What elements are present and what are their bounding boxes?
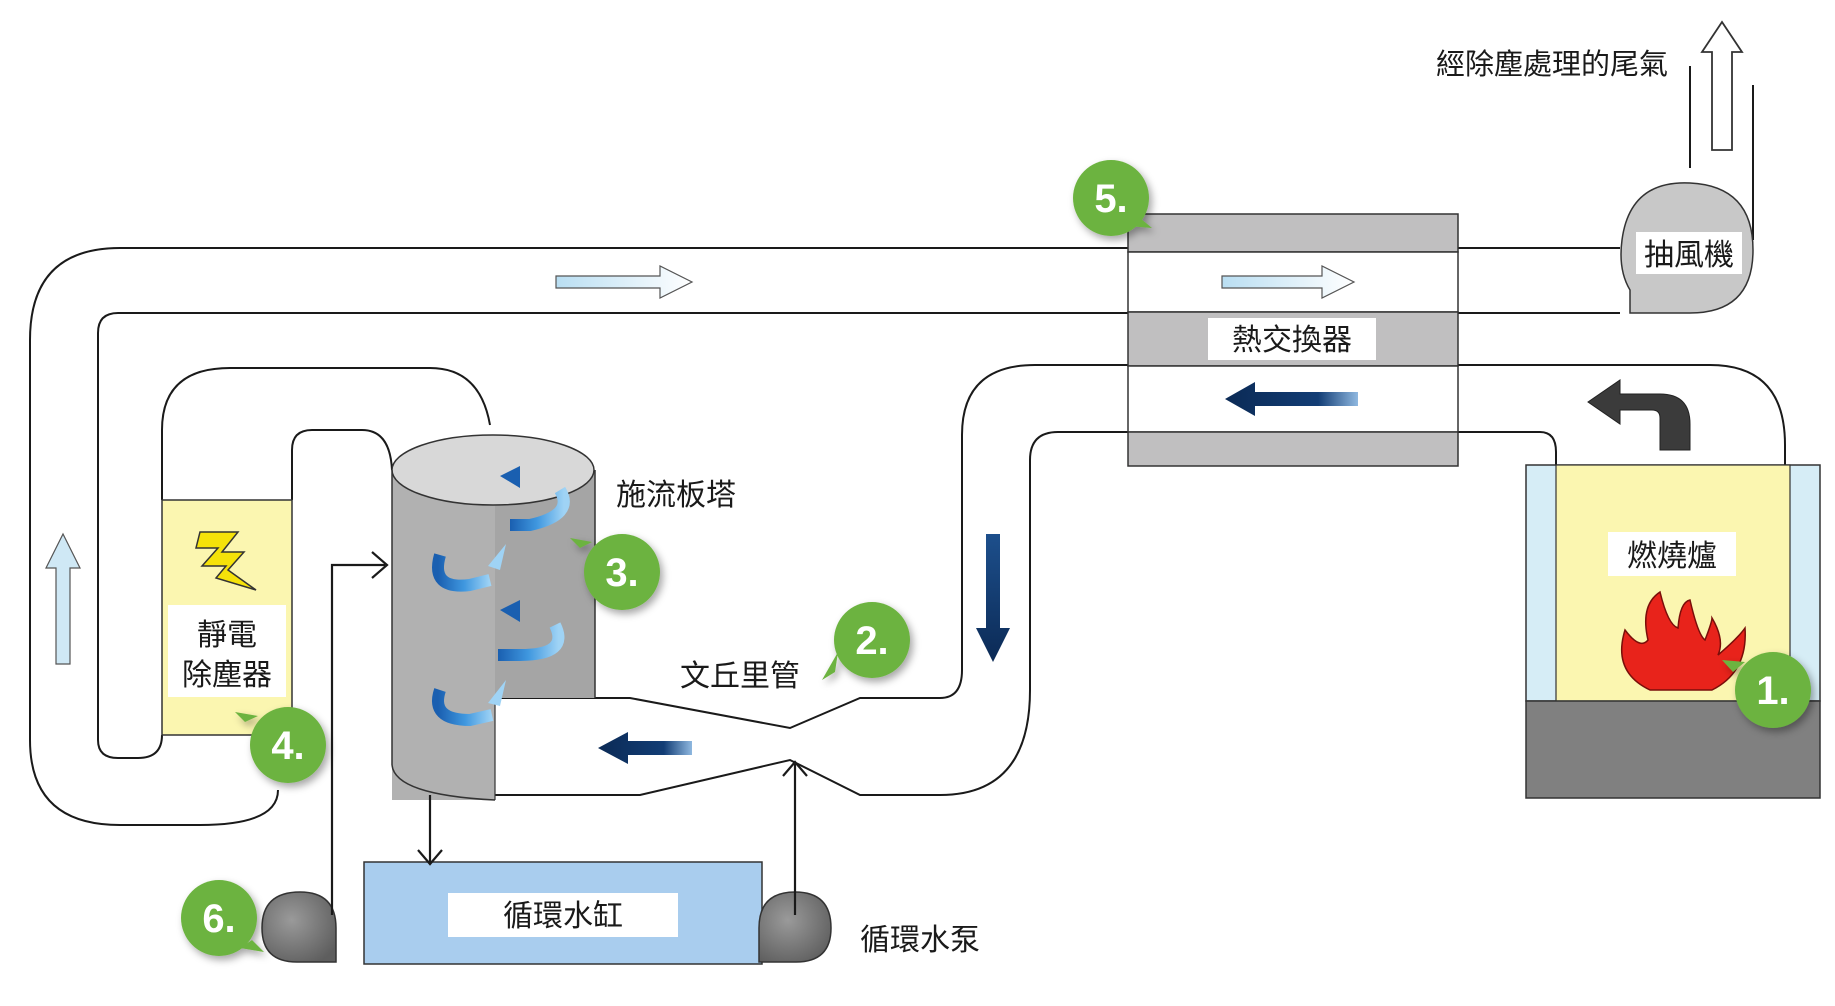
swirl-arrows: [432, 466, 570, 727]
swirl-arrow-icon: [510, 486, 570, 531]
flow-arrow-icon: [45, 532, 81, 665]
flame-icon: [1620, 590, 1746, 691]
return-pipe-outer: [29, 247, 1620, 826]
furnace-hx-pipe-inner: [1458, 431, 1557, 465]
furnace-exhaust-arrow-icon: [1587, 379, 1691, 451]
flow-arrows: [45, 265, 1358, 764]
badge-6-text: 6.: [202, 897, 235, 941]
tank-label: 循環水缸: [503, 899, 623, 934]
badge-2: 2.: [822, 602, 910, 680]
pump-right: [758, 891, 832, 963]
swirl-arrow-icon: [498, 622, 565, 661]
water-arrowheads: [371, 551, 808, 866]
tower-esp-pipe-outer: [161, 367, 491, 500]
badge-1-text: 1.: [1756, 669, 1789, 713]
badge-4-text: 4.: [271, 724, 304, 768]
flow-arrow-icon: [555, 265, 694, 299]
flow-arrow-icon: [976, 534, 1010, 662]
exhaust-label: 經除塵處理的尾氣: [1436, 47, 1668, 81]
water-arrowhead-left: [371, 551, 389, 579]
fan-label: 抽風機: [1644, 238, 1734, 273]
heat-exchanger: 熱交換器: [1127, 213, 1459, 467]
swirl-arrow-icon: [500, 600, 520, 622]
badge-2-text: 2.: [855, 619, 888, 663]
water-line-left: [330, 563, 385, 915]
esp-label-line1: 靜電: [197, 618, 257, 653]
badge-6: 6.: [181, 880, 264, 956]
exhaust-up-arrow-icon: [1700, 20, 1744, 151]
electrostatic-precipitator: 靜電 除塵器: [161, 499, 293, 736]
badge-5: 5.: [1073, 160, 1152, 236]
swirl-arrow-icon: [500, 466, 520, 488]
water-lines: [330, 563, 797, 915]
flow-arrow-icon: [1225, 382, 1358, 416]
plate-tower-label: 施流板塔: [616, 478, 736, 513]
flow-arrow-icon: [598, 732, 692, 764]
venturi-hx-pipe-outer: [495, 364, 1128, 730]
swirl-arrow-icon: [432, 553, 492, 592]
swirl-arrow-icon: [488, 544, 506, 570]
flow-arrow-icon: [1221, 265, 1356, 299]
swirl-arrow-icon: [432, 688, 494, 727]
tower-esp-pipe-inner: [291, 429, 393, 500]
badges: 1. 2. 3. 4. 5. 6.: [181, 160, 1811, 956]
circulation-tank: 循環水缸: [363, 861, 763, 965]
badge-4: 4.: [235, 707, 326, 783]
esp-label-line2: 除塵器: [182, 658, 272, 693]
badge-5-text: 5.: [1094, 177, 1127, 221]
venturi-label: 文丘里管: [680, 659, 800, 694]
plate-tower: [391, 434, 596, 801]
water-arrowhead-down: [417, 849, 443, 866]
pipe-network: [29, 66, 1786, 826]
pump-left: [261, 891, 337, 963]
swirl-arrow-icon: [488, 680, 506, 706]
pump-label: 循環水泵: [860, 923, 980, 958]
badge-3-text: 3.: [605, 551, 638, 595]
furnace-label: 燃燒爐: [1627, 539, 1717, 574]
badge-3: 3.: [570, 534, 660, 610]
fan: 抽風機: [1620, 182, 1754, 314]
lightning-icon: [195, 531, 257, 591]
return-pipe-inner: [97, 312, 1620, 759]
water-arrowhead-right: [782, 760, 808, 777]
furnace-hx-pipe-outer: [1458, 364, 1786, 465]
venturi-hx-pipe-inner: [495, 431, 1128, 796]
badge-1: 1.: [1722, 652, 1811, 728]
heat-exchanger-label: 熱交換器: [1232, 323, 1352, 358]
furnace: 燃燒爐: [1525, 464, 1821, 799]
